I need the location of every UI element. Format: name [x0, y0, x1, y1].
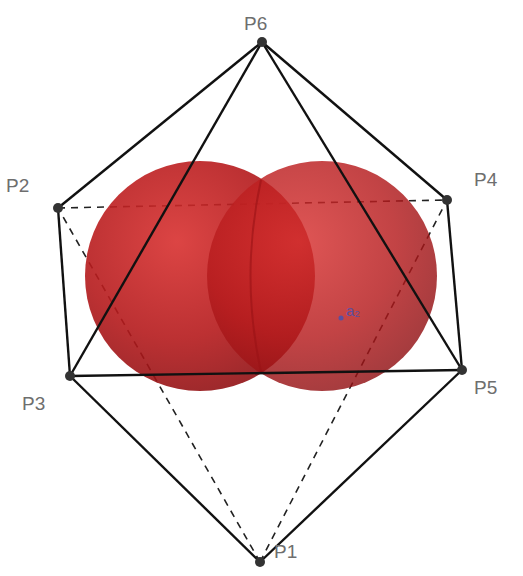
vertex-dots [53, 37, 467, 567]
vertex-label: P2 [6, 176, 29, 195]
vertex-label: P5 [474, 378, 497, 397]
visible-edges [58, 42, 462, 562]
vertex-label: P3 [22, 394, 45, 413]
sphere [207, 161, 437, 391]
spheres [85, 161, 437, 391]
vertex-label: P4 [474, 170, 497, 189]
dimension-label: a₂ [346, 303, 360, 318]
vertex-label: P6 [244, 14, 267, 33]
vertex-label: P1 [274, 542, 297, 561]
